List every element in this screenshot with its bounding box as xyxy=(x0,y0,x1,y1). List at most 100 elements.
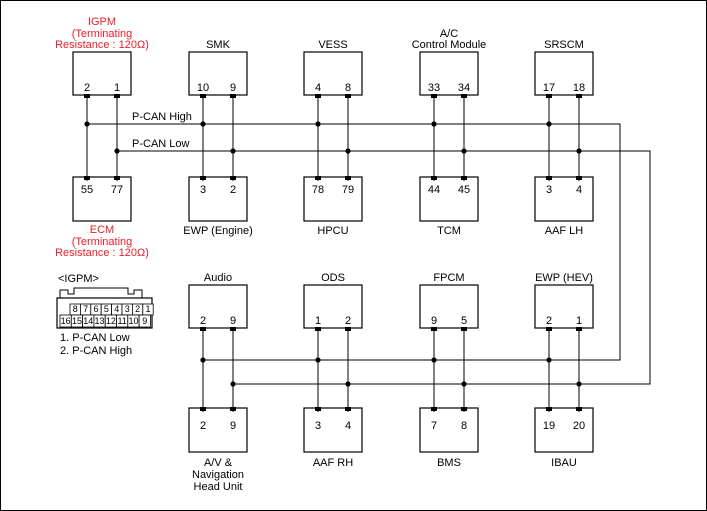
pin-label: 3 xyxy=(200,184,206,196)
connector-pin-number: 11 xyxy=(117,316,126,326)
p-can-low-wiring xyxy=(116,96,651,412)
module-vess: 4 8 xyxy=(303,51,363,96)
module-ewp-engine: 3 2 xyxy=(188,176,248,222)
aaf-rh-title: AAF RH xyxy=(313,457,353,469)
pin-label: 34 xyxy=(458,82,470,94)
module-ecm: 55 77 xyxy=(72,176,132,222)
pin-label: 78 xyxy=(312,184,324,196)
pin-label: 1 xyxy=(315,315,321,327)
pin-label: 9 xyxy=(230,82,236,94)
connector-pin-number: 13 xyxy=(95,316,105,326)
module-igpm: 2 1 xyxy=(72,51,132,96)
pin-label: 1 xyxy=(576,315,582,327)
pin-label: 2 xyxy=(200,315,206,327)
connector-pin-number: 1 xyxy=(145,304,150,314)
ac-title: A/C xyxy=(440,28,458,40)
pin-label: 3 xyxy=(315,420,321,432)
pin-label: 44 xyxy=(428,184,440,196)
av-title-line3: Head Unit xyxy=(194,481,243,493)
audio-title: Audio xyxy=(204,272,232,284)
pin-label: 10 xyxy=(197,82,209,94)
ecm-title-line3: Resistance : 120Ω) xyxy=(55,247,149,259)
pin-label: 5 xyxy=(461,315,467,327)
pin-label: 4 xyxy=(315,82,321,94)
aaf-lh-title: AAF LH xyxy=(545,225,584,237)
ecm-title: ECM xyxy=(90,224,114,236)
pin-label: 8 xyxy=(461,420,467,432)
pin-label: 4 xyxy=(576,184,582,196)
ewp-hev-title: EWP (HEV) xyxy=(535,272,593,284)
pin-label: 79 xyxy=(342,184,354,196)
srscm-title: SRSCM xyxy=(544,39,584,51)
connector-pin-number: 5 xyxy=(104,304,109,314)
title-igpm: IGPM (Terminating Resistance : 120Ω) xyxy=(55,16,149,51)
connector-pin-number: 14 xyxy=(83,316,93,326)
pin-label: 77 xyxy=(111,184,123,196)
av-title: A/V & xyxy=(204,457,233,469)
pin-label: 7 xyxy=(431,420,437,432)
pin-label: 55 xyxy=(81,184,93,196)
connector-pin-number: 7 xyxy=(83,304,88,314)
module-audio: 2 9 xyxy=(188,284,248,329)
connector-pin-number: 4 xyxy=(114,304,119,314)
connector-legend-2: 2. P-CAN High xyxy=(60,345,132,357)
module-aaf-lh: 3 4 xyxy=(534,176,594,222)
module-smk: 10 9 xyxy=(188,51,248,96)
pin-label: 2 xyxy=(230,184,236,196)
connector-pin-number: 9 xyxy=(142,316,147,326)
igpm-title: IGPM xyxy=(88,16,116,28)
pin-label: 8 xyxy=(345,82,351,94)
igpm-title-line2: (Terminating xyxy=(72,28,133,40)
smk-title: SMK xyxy=(206,39,231,51)
module-ac-control: 33 34 xyxy=(419,51,479,96)
p-can-low-label: P-CAN Low xyxy=(132,138,190,150)
connector-pin-number: 10 xyxy=(128,316,138,326)
pin-label: 3 xyxy=(546,184,552,196)
pin-label: 9 xyxy=(230,420,236,432)
pin-label: 17 xyxy=(543,82,555,94)
module-aaf-rh: 3 4 xyxy=(303,407,363,453)
connector-pin-number: 15 xyxy=(72,316,82,326)
tcm-title: TCM xyxy=(437,225,461,237)
pin-label: 2 xyxy=(546,315,552,327)
module-ewp-hev: 2 1 xyxy=(534,284,594,329)
module-hpcu: 78 79 xyxy=(303,176,363,222)
module-srscm: 17 18 xyxy=(534,51,594,96)
bms-title: BMS xyxy=(437,457,461,469)
pin-label: 4 xyxy=(345,420,351,432)
connector-legend-1: 1. P-CAN Low xyxy=(60,332,130,344)
connector-title: <IGPM> xyxy=(58,273,99,285)
connector-pin-number: 3 xyxy=(125,304,130,314)
ecm-title-line2: (Terminating xyxy=(72,236,133,248)
av-title-line2: Navigation xyxy=(192,469,244,481)
ac-title-line2: Control Module xyxy=(412,39,487,51)
pin-label: 33 xyxy=(428,82,440,94)
hpcu-title: HPCU xyxy=(317,225,348,237)
ewp-engine-title: EWP (Engine) xyxy=(183,225,253,237)
pin-label: 2 xyxy=(345,315,351,327)
connector-cell xyxy=(138,314,151,328)
pin-label: 45 xyxy=(458,184,470,196)
vess-title: VESS xyxy=(318,39,347,51)
pin-label: 20 xyxy=(573,420,585,432)
pin-label: 9 xyxy=(431,315,437,327)
connector-pin-number: 8 xyxy=(73,304,78,314)
pin-label: 2 xyxy=(200,420,206,432)
module-bms: 7 8 xyxy=(419,407,479,453)
connector-pin-number: 6 xyxy=(93,304,98,314)
connector-pin-number: 16 xyxy=(61,316,71,326)
pin-label: 1 xyxy=(114,82,120,94)
module-tcm: 44 45 xyxy=(419,176,479,222)
splice-dots xyxy=(84,121,582,387)
pin-label: 2 xyxy=(84,82,90,94)
title-ecm: ECM (Terminating Resistance : 120Ω) xyxy=(55,224,149,259)
ods-title: ODS xyxy=(321,272,345,284)
p-can-high-label: P-CAN High xyxy=(132,111,192,123)
pin-label: 19 xyxy=(543,420,555,432)
connector-pin-number: 2 xyxy=(135,304,140,314)
igpm-title-line3: Resistance : 120Ω) xyxy=(55,39,149,51)
module-fpcm: 9 5 xyxy=(419,284,479,329)
